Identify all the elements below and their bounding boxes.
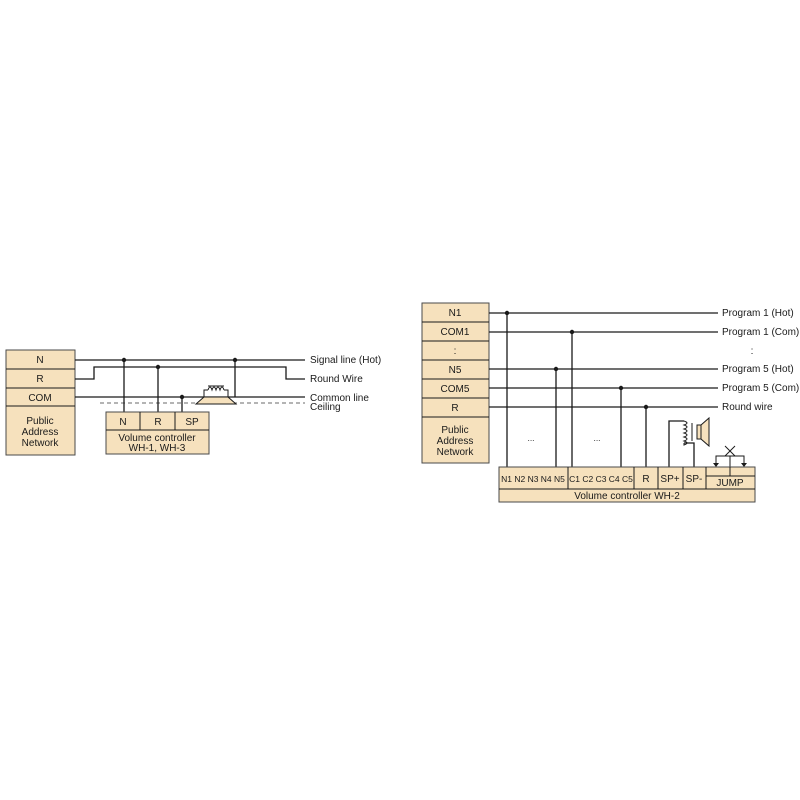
controller-terminal-n: N bbox=[119, 417, 126, 428]
pan-row-com1: COM1 bbox=[441, 327, 470, 338]
controller-terminal-sp: SP bbox=[185, 417, 199, 428]
pan-row-ellipsis: : bbox=[454, 346, 457, 357]
pan-row-n1: N1 bbox=[449, 308, 462, 319]
pan-name-line1: Public bbox=[441, 425, 468, 436]
pan-row-com5: COM5 bbox=[441, 384, 470, 395]
controller-name-line2: WH-1, WH-3 bbox=[129, 443, 186, 454]
program1-hot-label: Program 1 (Hot) bbox=[722, 308, 794, 319]
c-terminals-ellipsis: ... bbox=[593, 433, 600, 443]
pa-network-block-left bbox=[5, 349, 76, 456]
jumper-icon bbox=[713, 445, 747, 467]
common-line-label: Common line bbox=[310, 393, 369, 404]
pan-name-line3: Network bbox=[22, 438, 60, 449]
program1-com-label: Program 1 (Com) bbox=[722, 327, 799, 338]
pan-row-r: R bbox=[36, 374, 43, 385]
round-wire-label: Round Wire bbox=[310, 374, 363, 385]
ceiling-label: Ceiling bbox=[310, 402, 341, 413]
controller-name: Volume controller WH-2 bbox=[574, 491, 680, 502]
controller-terminal-sp-plus: SP+ bbox=[660, 474, 679, 485]
round-wire-line bbox=[75, 366, 305, 380]
controller-name-line1: Volume controller bbox=[118, 433, 196, 444]
controller-terminal-r: R bbox=[154, 417, 161, 428]
transformer-speaker-icon bbox=[194, 385, 238, 405]
right-wiring-diagram: N1 COM1 : N5 COM5 R Public Address Netwo… bbox=[421, 302, 799, 503]
n-terminals-ellipsis: ... bbox=[527, 433, 534, 443]
volume-controller-wh1-wh3 bbox=[105, 411, 210, 455]
program5-hot-label: Program 5 (Hot) bbox=[722, 364, 794, 375]
controller-terminal-sp-minus: SP- bbox=[686, 474, 703, 485]
pan-row-com: COM bbox=[28, 393, 51, 404]
pan-name-line2: Address bbox=[437, 436, 474, 447]
controller-terminal-jump: JUMP bbox=[716, 478, 744, 489]
controller-terminals-n: N1 N2 N3 N4 N5 bbox=[501, 474, 565, 484]
pan-row-n: N bbox=[36, 355, 43, 366]
pan-row-r: R bbox=[451, 403, 458, 414]
left-wiring-diagram: N R COM Public Address Network Signal li… bbox=[5, 349, 381, 456]
controller-terminals-c: C1 C2 C3 C4 C5 bbox=[569, 474, 633, 484]
pan-name-line2: Address bbox=[22, 427, 59, 438]
round-wire-label: Round wire bbox=[722, 402, 773, 413]
program5-com-label: Program 5 (Com) bbox=[722, 383, 799, 394]
pan-row-n5: N5 bbox=[449, 365, 462, 376]
volume-controller-wh2 bbox=[498, 466, 756, 503]
program-ellipsis-label: : bbox=[751, 346, 754, 357]
controller-terminal-r: R bbox=[642, 474, 649, 485]
pan-name-line1: Public bbox=[26, 416, 53, 427]
signal-line-label: Signal line (Hot) bbox=[310, 355, 381, 366]
speaker-coil-icon bbox=[682, 416, 710, 448]
pan-name-line3: Network bbox=[437, 447, 475, 458]
pa-network-block-right bbox=[421, 302, 490, 464]
